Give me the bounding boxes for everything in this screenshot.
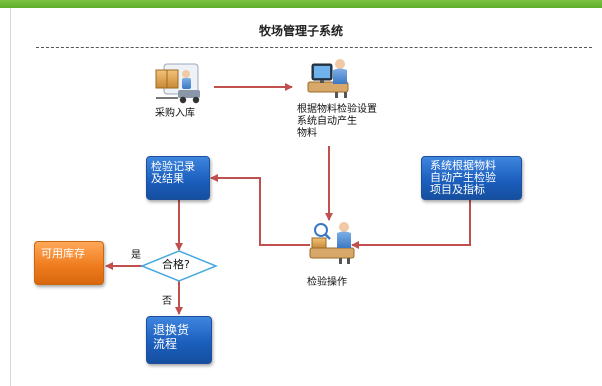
computer-operator-icon: [307, 59, 349, 98]
arrow-system-items-to-inspection: [351, 200, 471, 249]
system-items-line3: 项目及指标: [430, 183, 485, 196]
available-stock-box: 可用库存: [34, 241, 104, 285]
no-edge-label: 否: [162, 296, 172, 307]
inspection-record-line1: 检验记录: [151, 160, 195, 173]
purchase-label: 采购入库: [155, 108, 195, 119]
arrow-inspection-to-record: [210, 174, 310, 246]
auto-generate-line3: 物料: [297, 128, 317, 139]
auto-generate-line1: 根据物料检验设置: [297, 104, 377, 115]
left-border-line: [10, 8, 11, 386]
inspection-record-line2: 及结果: [151, 172, 184, 185]
system-items-line1: 系统根据物料: [430, 159, 496, 172]
inspection-worker-icon: [309, 222, 355, 264]
return-exchange-line1: 退换货: [153, 323, 190, 337]
top-accent-bar: [0, 0, 602, 8]
system-items-line2: 自动产生检验: [430, 171, 496, 184]
title-divider: [36, 47, 592, 48]
decision-diamond: [140, 250, 218, 282]
available-stock-label: 可用库存: [41, 247, 85, 260]
auto-generate-line2: 系统自动产生: [297, 116, 357, 127]
system-items-box: 系统根据物料 自动产生检验 项目及指标: [421, 156, 522, 200]
yes-edge-label: 是: [131, 250, 141, 261]
decision-label: 合格?: [162, 258, 190, 271]
warehouse-forklift-icon: [155, 63, 200, 104]
inspection-record-box: 检验记录 及结果: [146, 156, 210, 200]
page-title: 牧场管理子系统: [258, 24, 343, 38]
return-exchange-box: 退换货 流程: [146, 316, 212, 364]
return-exchange-line2: 流程: [153, 337, 178, 351]
auto-generate-label: 根据物料检验设置 系统自动产生 物料: [297, 104, 377, 140]
inspection-op-label: 检验操作: [307, 277, 347, 288]
